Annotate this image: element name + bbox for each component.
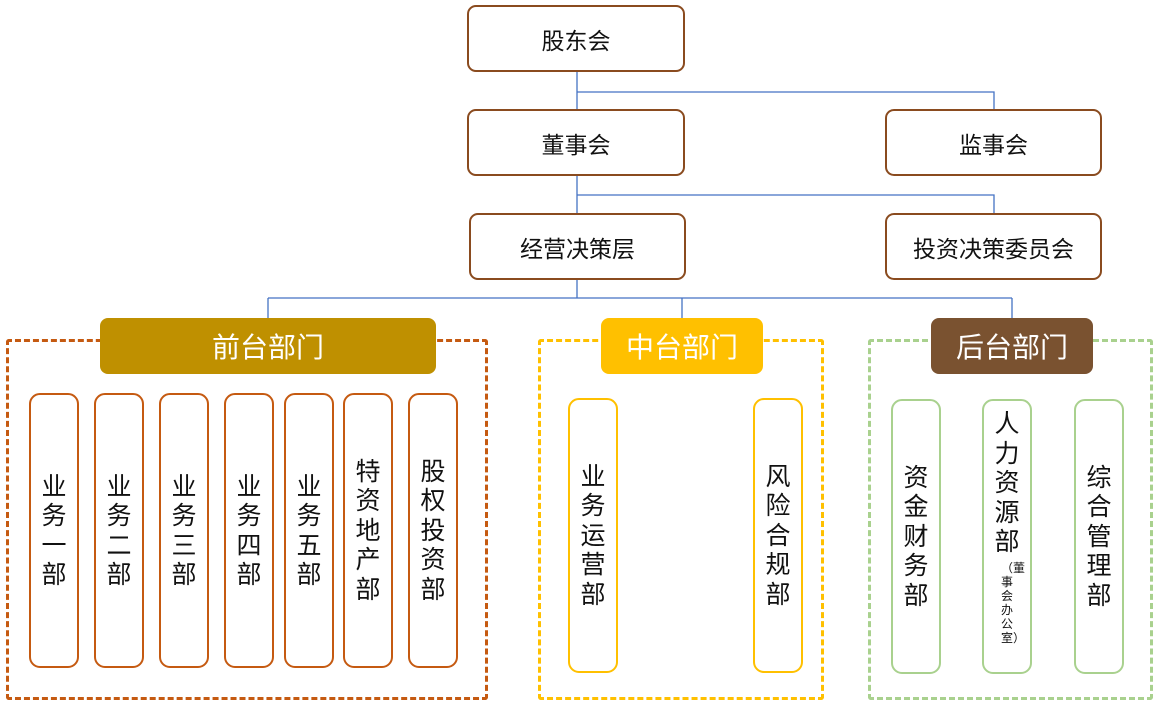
- dept-equity-investment-label: 股权投资部: [420, 456, 446, 604]
- middle-group-title: 中台部门: [625, 331, 738, 364]
- connector-shareholders-supervisors: [577, 91, 995, 109]
- front-group-header: 前台部门: [100, 318, 436, 374]
- back-group-header: 后台部门: [931, 318, 1093, 374]
- dept-business-4: 业务四部: [224, 393, 274, 668]
- dept-finance: 资金财务部: [891, 399, 941, 674]
- supervisors-label: 监事会: [959, 132, 1028, 159]
- dept-special-real-estate: 特资地产部: [343, 393, 393, 668]
- investment-committee-label: 投资决策委员会: [913, 236, 1074, 263]
- management-node: 经营决策层: [469, 213, 686, 280]
- dept-business-1: 业务一部: [29, 393, 79, 668]
- dept-business-operations-label: 业务运营部: [580, 461, 606, 609]
- shareholders-label: 股东会: [541, 28, 611, 55]
- investment-committee-node: 投资决策委员会: [885, 213, 1102, 280]
- board-label: 董事会: [541, 132, 611, 159]
- middle-group-header: 中台部门: [601, 318, 763, 374]
- dept-risk-compliance-label: 风险合规部: [765, 461, 791, 609]
- dept-business-operations: 业务运营部: [568, 398, 618, 673]
- dept-business-2-label: 业务二部: [106, 471, 132, 590]
- shareholders-node: 股东会: [467, 5, 685, 72]
- dept-human-resources-label: 人力资源部: [994, 409, 1020, 556]
- dept-business-5-label: 业务五部: [296, 471, 322, 590]
- management-label: 经营决策层: [520, 236, 635, 263]
- dept-human-resources-note: （董事会办公室）: [1001, 560, 1026, 646]
- dept-special-real-estate-label: 特资地产部: [355, 456, 381, 604]
- dept-risk-compliance: 风险合规部: [753, 398, 803, 673]
- dept-business-1-label: 业务一部: [41, 471, 67, 590]
- dept-general-management: 综合管理部: [1074, 399, 1124, 674]
- dept-business-4-label: 业务四部: [236, 471, 262, 590]
- board-node: 董事会: [467, 109, 685, 176]
- dept-equity-investment: 股权投资部: [408, 393, 458, 668]
- dept-business-5: 业务五部: [284, 393, 334, 668]
- dept-human-resources: 人力资源部 （董事会办公室）: [982, 399, 1032, 674]
- back-group-title: 后台部门: [955, 331, 1068, 364]
- dept-business-3: 业务三部: [159, 393, 209, 668]
- supervisors-node: 监事会: [885, 109, 1102, 176]
- dept-human-resources-column: 人力资源部 （董事会办公室）: [994, 401, 1026, 646]
- dept-finance-label: 资金财务部: [903, 462, 929, 610]
- dept-business-3-label: 业务三部: [171, 471, 197, 590]
- front-group-title: 前台部门: [211, 331, 324, 364]
- connector-board-committee: [577, 194, 995, 213]
- dept-business-2: 业务二部: [94, 393, 144, 668]
- dept-general-management-label: 综合管理部: [1086, 462, 1112, 610]
